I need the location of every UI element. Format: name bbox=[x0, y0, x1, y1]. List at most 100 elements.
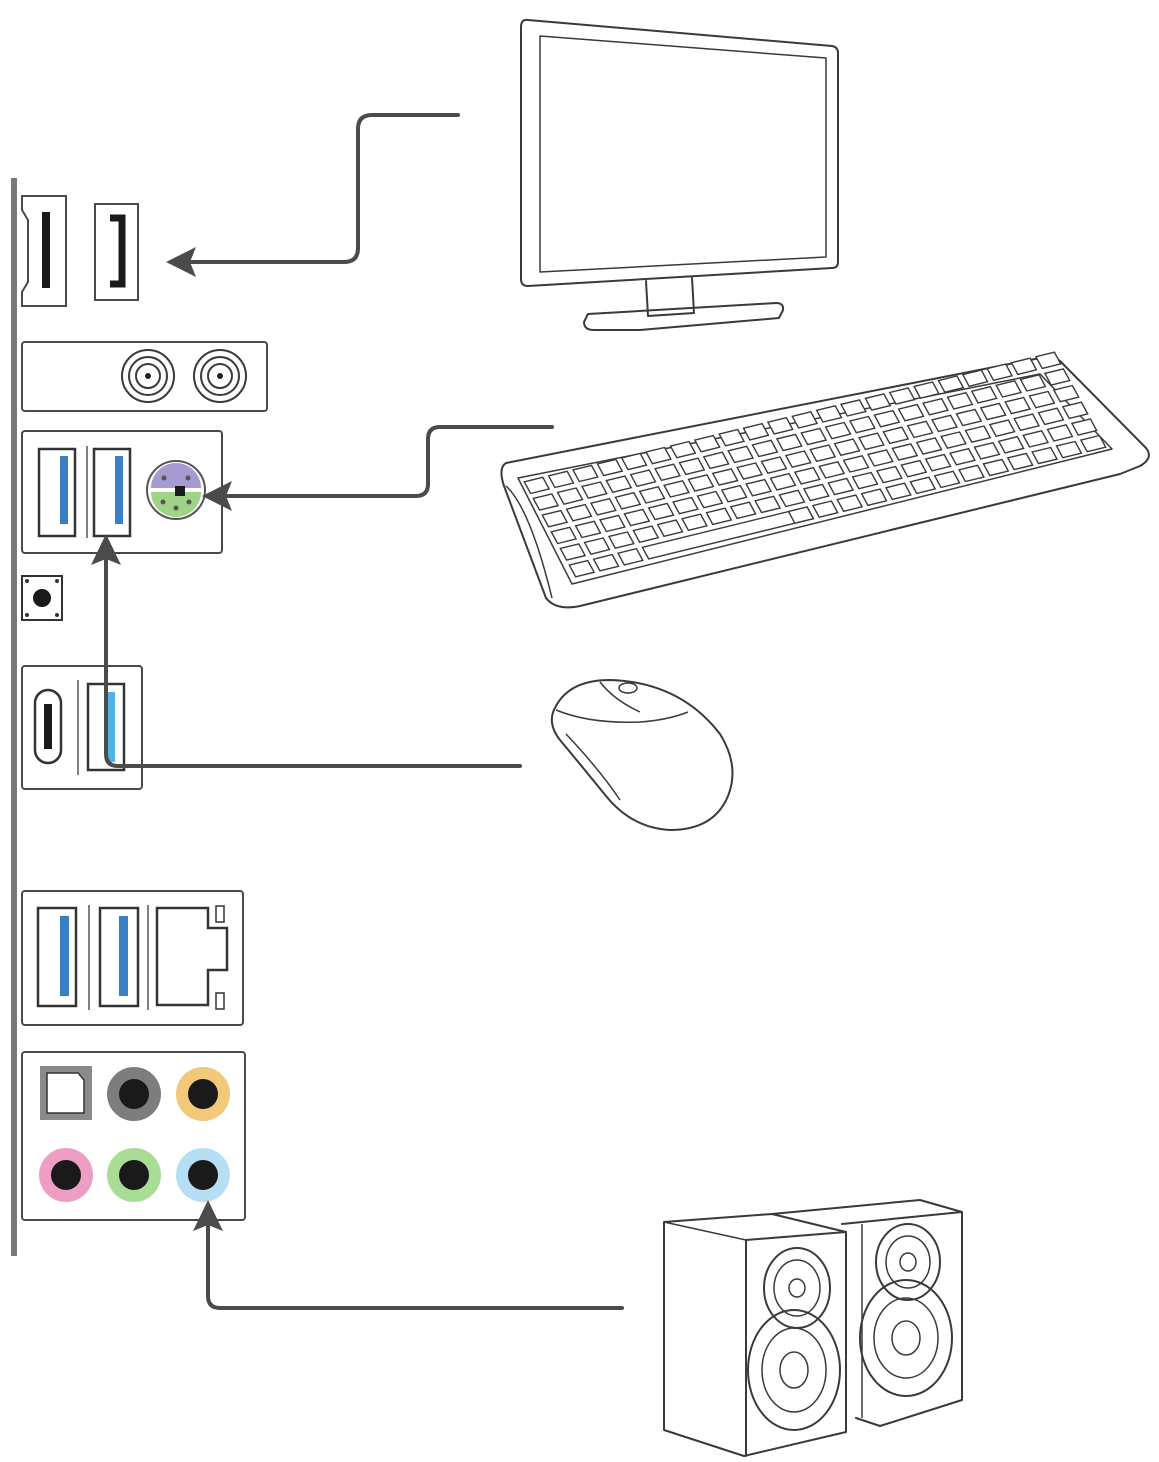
keyboard-key bbox=[937, 375, 965, 394]
antenna-connector bbox=[121, 349, 175, 403]
speakers bbox=[663, 1199, 963, 1457]
keyboard-key bbox=[875, 465, 903, 484]
keyboard-key bbox=[988, 419, 1016, 438]
keyboard-key bbox=[800, 427, 828, 446]
keyboard-key bbox=[778, 489, 806, 508]
keyboard-key bbox=[742, 422, 770, 441]
keyboard-key bbox=[760, 456, 788, 475]
keyboard-key bbox=[532, 493, 560, 511]
keyboard-key bbox=[906, 420, 934, 439]
keyboard-key bbox=[687, 474, 715, 492]
keyboard-key bbox=[745, 478, 773, 497]
keyboard-key bbox=[833, 438, 861, 457]
keyboard-key bbox=[620, 452, 648, 471]
ps2-port bbox=[146, 460, 206, 520]
monitor bbox=[520, 18, 839, 331]
keyboard-key bbox=[607, 531, 635, 550]
keyboard-key bbox=[583, 537, 611, 556]
keyboard-key bbox=[711, 468, 739, 486]
keyboard-key bbox=[547, 470, 575, 489]
keyboard-key bbox=[839, 399, 867, 417]
keyboard-key bbox=[693, 434, 721, 453]
keyboard-key bbox=[888, 387, 916, 405]
audio-jack-green bbox=[107, 1148, 161, 1202]
keyboard-key bbox=[696, 490, 724, 509]
keyboard-key bbox=[1004, 396, 1032, 415]
keyboard-key bbox=[681, 513, 708, 532]
keyboard-key bbox=[654, 463, 681, 482]
keyboard-key bbox=[848, 415, 876, 434]
keyboard-key bbox=[973, 441, 1001, 460]
keyboard-key bbox=[784, 450, 812, 469]
keyboard-key bbox=[1013, 413, 1041, 432]
keyboard-key bbox=[900, 459, 928, 478]
keyboard-key bbox=[882, 426, 910, 445]
keyboard-key bbox=[924, 453, 952, 472]
keyboard-key bbox=[596, 458, 624, 477]
keyboard-key bbox=[705, 507, 733, 526]
usb-port bbox=[98, 906, 140, 1008]
keyboard-key bbox=[574, 520, 602, 539]
keyboard-key bbox=[638, 485, 666, 504]
keyboard-key bbox=[605, 475, 633, 494]
keyboard-key bbox=[614, 491, 642, 510]
usb-lan-block bbox=[21, 890, 244, 1026]
keyboard-key bbox=[1079, 434, 1107, 453]
usb-ps2-block bbox=[21, 430, 223, 554]
keyboard-key bbox=[891, 443, 919, 461]
keyboard-key bbox=[986, 363, 1014, 382]
keyboard-key bbox=[931, 414, 958, 433]
keyboard-key bbox=[824, 421, 852, 440]
video-ports bbox=[21, 195, 139, 307]
keyboard-key bbox=[857, 432, 885, 451]
keyboard-key bbox=[678, 457, 706, 476]
keyboard-key bbox=[946, 391, 974, 410]
keyboard-key bbox=[836, 494, 864, 513]
keyboard-key bbox=[556, 487, 584, 506]
keyboard-key bbox=[751, 439, 779, 458]
keyboard-key bbox=[766, 416, 794, 435]
keyboard-key bbox=[592, 553, 620, 572]
usb-c-port bbox=[33, 688, 63, 765]
keyboard-key bbox=[949, 447, 976, 466]
keyboard-key bbox=[979, 402, 1007, 421]
speaker-right bbox=[771, 1199, 963, 1427]
keyboard-key bbox=[860, 488, 888, 507]
keyboard-key bbox=[793, 466, 821, 485]
keyboard-key bbox=[775, 433, 803, 452]
keyboard-key bbox=[1019, 373, 1047, 392]
keyboard-key bbox=[815, 404, 843, 423]
clear-cmos-button bbox=[21, 575, 63, 621]
keyboard-key bbox=[997, 435, 1025, 454]
keyboard-key bbox=[729, 501, 757, 520]
keyboard-key bbox=[1006, 452, 1034, 471]
keyboard-key bbox=[791, 410, 819, 429]
keyboard-key bbox=[754, 495, 782, 514]
keyboard-key bbox=[1061, 401, 1089, 420]
keyboard-key bbox=[958, 464, 985, 483]
keyboard-key bbox=[1055, 440, 1083, 459]
keyboard-key bbox=[672, 496, 699, 515]
keyboard-key bbox=[1037, 407, 1065, 426]
keyboard-key bbox=[955, 408, 983, 427]
keyboard-key bbox=[940, 431, 967, 450]
keyboard-key bbox=[982, 458, 1010, 477]
keyboard-key bbox=[851, 471, 879, 490]
keyboard-key bbox=[1010, 357, 1038, 376]
usb-port bbox=[92, 447, 132, 538]
usb-port bbox=[36, 906, 78, 1008]
keyboard-key bbox=[866, 449, 894, 467]
keyboard-key bbox=[632, 525, 660, 544]
antenna-connector bbox=[193, 349, 247, 403]
keyboard-key bbox=[964, 425, 992, 444]
usb-port bbox=[37, 447, 77, 538]
keyboard-key bbox=[1052, 384, 1080, 403]
keyboard-key bbox=[818, 460, 846, 479]
antenna-ports bbox=[21, 341, 268, 412]
keyboard-key bbox=[961, 369, 989, 388]
keyboard-key bbox=[1046, 423, 1074, 442]
keyboard-key bbox=[1043, 368, 1071, 386]
keyboard bbox=[500, 351, 1150, 609]
keyboard-key bbox=[550, 526, 578, 545]
